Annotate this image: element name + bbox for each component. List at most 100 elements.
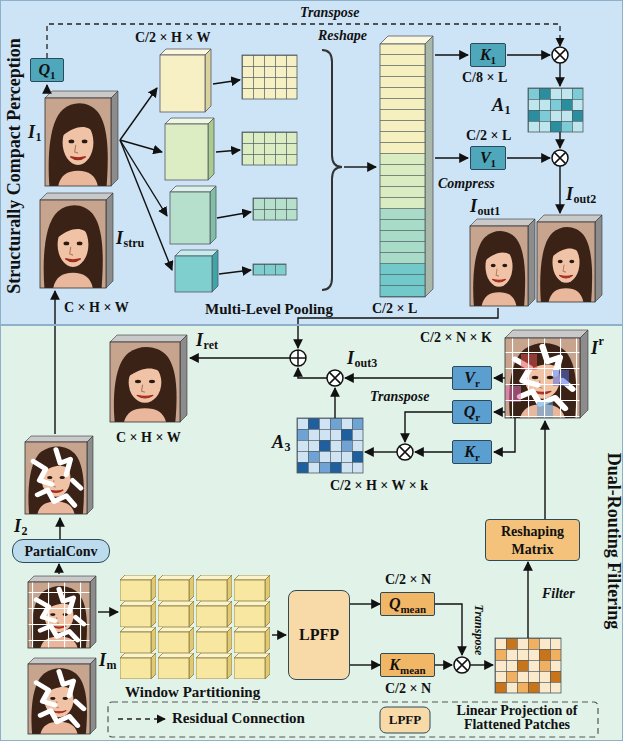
- symbol-name: V: [480, 149, 491, 166]
- rect-shape: [297, 418, 363, 473]
- region-title: Structurally Compact Perception: [4, 38, 25, 294]
- use-shape: [158, 575, 194, 601]
- process-box: Vr: [452, 366, 492, 390]
- path-shape: [210, 186, 216, 244]
- box-text: Q1: [38, 61, 55, 79]
- rect-shape: [297, 418, 363, 473]
- path-shape: [298, 368, 327, 378]
- path-shape: [213, 80, 240, 84]
- symbol-name: K: [480, 46, 491, 63]
- g-shape: [297, 418, 363, 473]
- path-shape: [180, 335, 187, 422]
- path-shape: [90, 658, 96, 734]
- rect-shape: [253, 198, 297, 220]
- rect-shape: [528, 88, 583, 132]
- path-shape: [160, 49, 211, 55]
- path-shape: [28, 658, 96, 664]
- dimension-label: C/2 × H × W × k: [330, 478, 428, 494]
- path-shape: [507, 157, 550, 158]
- symbol-name: I: [470, 196, 477, 217]
- path-shape: [46, 85, 47, 90]
- path-shape: [494, 411, 505, 412]
- path-shape: [537, 215, 602, 222]
- path-shape: [170, 186, 216, 192]
- rect-shape: [470, 226, 528, 306]
- use-shape: [158, 653, 194, 679]
- path-shape: [595, 215, 602, 302]
- box-text: Vr: [464, 369, 480, 387]
- rect-shape: [242, 132, 297, 165]
- dimension-label: C/8 × L: [462, 70, 507, 86]
- rect-shape: [28, 582, 90, 648]
- legend-sample-text: LPFP: [389, 713, 422, 728]
- symbol-subscript: mean: [400, 603, 426, 615]
- symbol-name: Q: [464, 403, 476, 420]
- path-shape: [456, 659, 467, 670]
- symbol-subscript: out1: [478, 205, 501, 219]
- path-shape: [380, 36, 433, 44]
- dimension-label: C/2 × H × W: [135, 30, 211, 46]
- annotation: Window Partitioning: [125, 684, 260, 701]
- path-shape: [435, 157, 468, 158]
- path-shape: [559, 63, 560, 86]
- g-shape: [495, 638, 561, 693]
- path-shape: [28, 576, 96, 582]
- box-text: Kmean: [389, 656, 425, 674]
- path-shape: [45, 91, 118, 98]
- use-shape: [158, 627, 194, 653]
- path-shape: [470, 664, 493, 665]
- path-shape: [505, 330, 588, 338]
- path-shape: [54, 291, 55, 434]
- rect-shape: [537, 222, 595, 302]
- path-shape: [470, 219, 535, 226]
- path-shape: [120, 140, 167, 216]
- circle-shape: [290, 350, 306, 366]
- path-shape: [494, 418, 515, 452]
- symbol-subscript: 1: [491, 157, 497, 169]
- box-label: Reshaping Matrix: [501, 524, 564, 557]
- path-shape: [120, 88, 157, 140]
- process-box: Reshaping Matrix: [485, 519, 580, 561]
- symbol-name: I: [196, 330, 203, 351]
- path-shape: [217, 212, 251, 218]
- use-shape: [234, 575, 270, 601]
- annotation: Transpose: [471, 605, 485, 656]
- path-shape: [165, 118, 214, 124]
- annotation: Transpose: [300, 5, 359, 21]
- process-box: Q1: [30, 58, 64, 82]
- path-shape: [40, 193, 113, 200]
- symbol-subscript: 3: [285, 441, 291, 455]
- symbol-name: K: [389, 656, 400, 673]
- path-shape: [58, 564, 59, 574]
- circle-shape: [552, 150, 568, 166]
- symbol-subscript: 2: [22, 525, 28, 539]
- path-shape: [345, 377, 452, 378]
- rect-shape: [170, 192, 210, 244]
- box-text: Kr: [464, 443, 480, 461]
- path-shape: [219, 270, 251, 274]
- rect-shape: [45, 98, 111, 186]
- box-text: Qr: [464, 403, 480, 421]
- symbol-name: Q: [389, 595, 401, 612]
- path-shape: [90, 576, 96, 648]
- region-title: Dual-Routing Filtering: [603, 453, 623, 630]
- path-shape: [559, 132, 560, 148]
- dimension-label: C/2 × N × K: [420, 330, 492, 346]
- path-shape: [425, 36, 433, 297]
- box-text: LPFP: [299, 626, 339, 644]
- g-shape: [297, 418, 363, 473]
- symbol-subscript: 1: [36, 131, 42, 145]
- rect-shape: [505, 338, 580, 418]
- path-shape: [494, 377, 505, 378]
- use-shape: [234, 627, 270, 653]
- symbol-name: I: [591, 338, 598, 359]
- path-shape: [329, 372, 340, 383]
- box-text: Reshaping Matrix: [486, 522, 579, 558]
- symbol-superscript: r: [599, 335, 604, 349]
- symbol-subscript: out2: [574, 193, 597, 207]
- symbol-subscript: r: [475, 451, 480, 463]
- use-shape: [120, 627, 156, 653]
- rect-shape: [165, 124, 208, 180]
